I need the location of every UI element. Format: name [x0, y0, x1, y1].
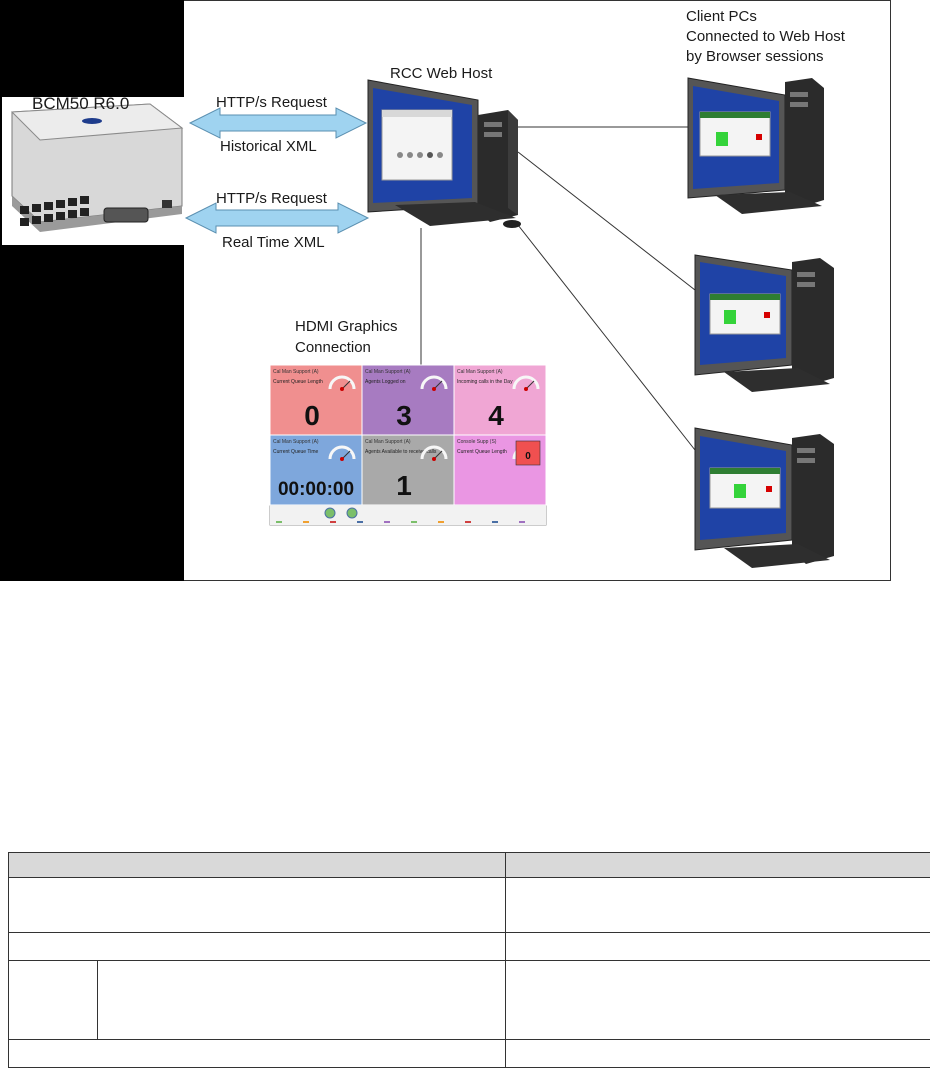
- device-label: BCM50 R6.0: [32, 94, 129, 113]
- dashboard-tile: Console Supp (S) Current Queue Length 0: [453, 434, 547, 506]
- tile-value: 0: [525, 451, 531, 462]
- tile-caption: Current Queue Length: [273, 379, 323, 385]
- arrow-bottom-label: HTTP/s Request: [216, 190, 328, 207]
- dashboard-footer: [270, 505, 546, 525]
- table-cell: [8, 877, 506, 933]
- table-cell: [8, 960, 98, 1040]
- bcm50-device: [2, 97, 184, 245]
- connection-lines: [420, 126, 696, 451]
- table-header-cell: [505, 852, 930, 878]
- tile-value: 3: [396, 400, 412, 431]
- gauge-icon: [328, 375, 356, 390]
- pie-icon: [324, 507, 336, 519]
- table-cell: [97, 960, 506, 1040]
- dashboard-tile: Cal Man Support (A) Incoming calls in the…: [453, 364, 547, 436]
- tile-title: Cal Man Support (A): [365, 439, 411, 445]
- hdmi-label-2: Connection: [295, 339, 371, 356]
- dashboard-tile: Cal Man Support (A) Agents Available to r…: [361, 434, 455, 506]
- table-cell: [505, 960, 930, 1040]
- dashboard-tile: Cal Man Support (A) Current Queue Time 00:…: [269, 434, 363, 506]
- gauge-icon: [420, 375, 448, 390]
- table-cell: [505, 877, 930, 933]
- hdmi-label-1: HDMI Graphics: [295, 318, 398, 335]
- clients-label-2: Connected to Web Host: [686, 28, 846, 45]
- tile-title: Cal Man Support (A): [457, 369, 503, 375]
- tile-title: Console Supp (S): [457, 439, 497, 445]
- host-computer: [367, 79, 521, 228]
- left-black-panel: [0, 0, 184, 581]
- arrow-bottom-sublabel: Real Time XML: [222, 234, 325, 251]
- table-row: [8, 877, 930, 933]
- host-label: RCC Web Host: [390, 65, 493, 82]
- arrow-top-sublabel: Historical XML: [220, 138, 317, 155]
- tile-caption: Agents Logged on: [365, 379, 406, 385]
- arrow-realtime: [184, 202, 370, 234]
- tile-title: Cal Man Support (A): [273, 369, 319, 375]
- hdmi-dashboard: Cal Man Support (A) Current Queue Length 0…: [269, 364, 547, 526]
- spec-table: [8, 852, 930, 1068]
- client-pc-1: [687, 77, 824, 214]
- table-header-cell: [8, 852, 506, 878]
- clients-label-1: Client PCs: [686, 8, 757, 25]
- arrow-top-label: HTTP/s Request: [216, 94, 328, 111]
- client-pc-2: [694, 254, 834, 392]
- gauge-icon: [420, 445, 448, 460]
- tile-value: 4: [488, 400, 504, 431]
- dashboard-tile: Cal Man Support (A) Agents Logged on 3: [361, 364, 455, 436]
- clients-label-3: by Browser sessions: [686, 48, 824, 65]
- tile-value: 00:00:00: [278, 479, 354, 500]
- dashboard-tile: Cal Man Support (A) Current Queue Length 0: [269, 364, 363, 436]
- tile-caption: Current Queue Length: [457, 449, 507, 455]
- table-cell: [8, 932, 506, 961]
- gauge-icon: [328, 445, 356, 460]
- tile-caption: Agents Available to receive calls: [365, 449, 437, 455]
- table-cell: [505, 932, 930, 961]
- client-pc-3: [694, 427, 834, 568]
- gauge-icon: [512, 375, 540, 390]
- network-diagram: BCM50 R6.0 HTTP/s Request Historical XML…: [0, 0, 891, 581]
- table-header-row: [8, 852, 930, 878]
- table-cell: [8, 1039, 506, 1068]
- table-row: [8, 1039, 930, 1068]
- pie-icon: [346, 507, 358, 519]
- table-cell: [505, 1039, 930, 1068]
- tile-value: 0: [304, 400, 320, 431]
- table-row: [8, 932, 930, 961]
- table-row: [8, 960, 930, 1040]
- tile-title: Cal Man Support (A): [273, 439, 319, 445]
- tile-caption: Incoming calls in the Day: [457, 379, 513, 385]
- tile-title: Cal Man Support (A): [365, 369, 411, 375]
- arrow-historical: [188, 107, 368, 139]
- tile-value: 1: [396, 470, 412, 501]
- tile-caption: Current Queue Time: [273, 449, 319, 455]
